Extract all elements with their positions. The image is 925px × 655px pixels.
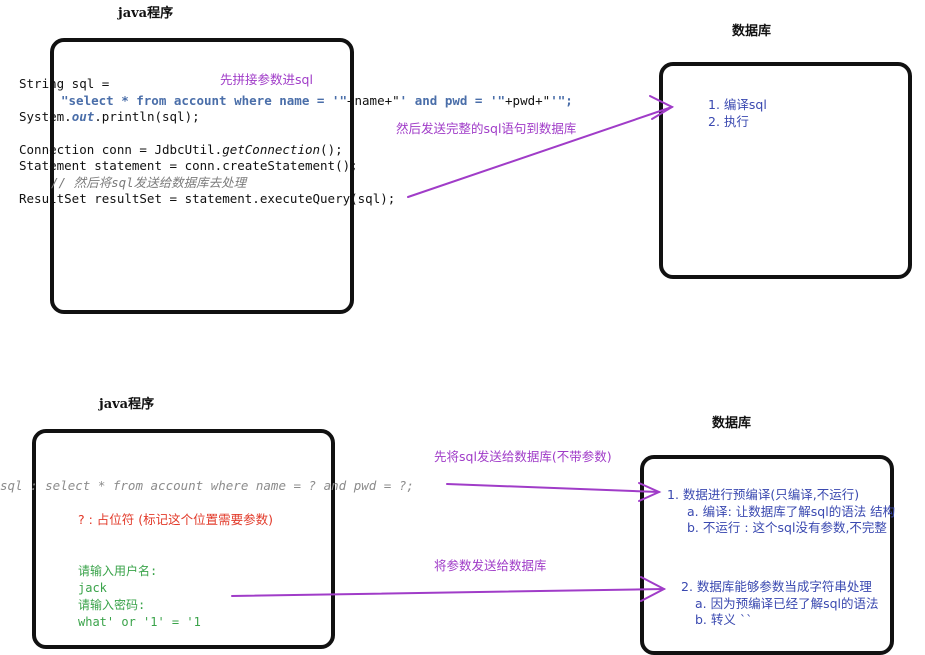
code-line-7: ResultSet resultSet = statement.executeQ… [19, 191, 396, 206]
bottom-sql-line: sql : select * from account where name =… [0, 478, 414, 493]
top-code-block: String sql = "select * from account wher… [19, 76, 573, 208]
arrow-top-send [407, 106, 673, 198]
bottom-db-list: 1. 数据进行预编译(只编译,不运行) a. 编译: 让数据库了解sql的语法 … [667, 487, 895, 537]
top-db-item-1: 1. 编译sql [708, 97, 767, 112]
password-prompt: 请输入密码: [78, 598, 146, 612]
bottom-java-title: java程序 [99, 397, 155, 412]
code-line-5: Statement statement = conn.createStateme… [19, 158, 358, 173]
top-db-box [659, 62, 912, 279]
bottom-db-list-2: 2. 数据库能够参数当成字符串处理 a. 因为预编译已经了解sql的语法 b. … [681, 579, 879, 629]
username-value: jack [78, 581, 107, 595]
bottom-db-title: 数据库 [712, 416, 752, 431]
bottom-db-item-2b: b. 转义 `` [695, 612, 753, 627]
bottom-db-item-1a: a. 编译: 让数据库了解sql的语法 结构 [687, 503, 896, 519]
bottom-input-block: 请输入用户名: jack 请输入密码: what' or '1' = '1 [78, 563, 201, 631]
bottom-note-send-sql: 先将sql发送给数据库(不带参数) [434, 449, 612, 464]
bottom-db-item-2: 2. 数据库能够参数当成字符串处理 [681, 579, 872, 594]
arrow-bottom-sql [446, 483, 660, 493]
password-value: what' or '1' = '1 [78, 615, 201, 629]
arrow-bottom-params [231, 588, 665, 597]
arrow-bottom-sql-head [638, 482, 662, 502]
code-line-1: String sql = [19, 76, 110, 91]
top-db-title: 数据库 [732, 24, 772, 39]
bottom-db-item-2a: a. 因为预编译已经了解sql的语法 [695, 595, 879, 611]
top-db-item-2: 2. 执行 [708, 113, 749, 129]
top-db-list: 1. 编译sql 2. 执行 [708, 97, 767, 130]
username-prompt: 请输入用户名: [78, 564, 158, 578]
top-note-send: 然后发送完整的sql语句到数据库 [396, 121, 577, 136]
bottom-note-send-params: 将参数发送给数据库 [434, 558, 547, 573]
code-comment: // 然后将sql发送给数据库去处理 [51, 174, 247, 190]
placeholder-note: ? : 占位符 (标记这个位置需要参数) [78, 512, 274, 527]
code-line-3: System.out.println(sql); [19, 109, 200, 124]
arrow-bottom-params-head [640, 576, 667, 602]
arrows-layer [231, 95, 675, 602]
arrow-top-head [649, 95, 675, 120]
top-java-box [50, 38, 354, 314]
top-note-concat: 先拼接参数进sql [220, 72, 313, 87]
top-java-title: java程序 [118, 6, 174, 21]
bottom-db-item-1b: b. 不运行 : 这个sql没有参数,不完整 [687, 520, 887, 535]
code-line-4: Connection conn = JdbcUtil.getConnection… [19, 141, 343, 157]
bottom-db-item-1: 1. 数据进行预编译(只编译,不运行) [667, 487, 860, 502]
code-line-2: "select * from account where name = '"+n… [61, 92, 573, 108]
